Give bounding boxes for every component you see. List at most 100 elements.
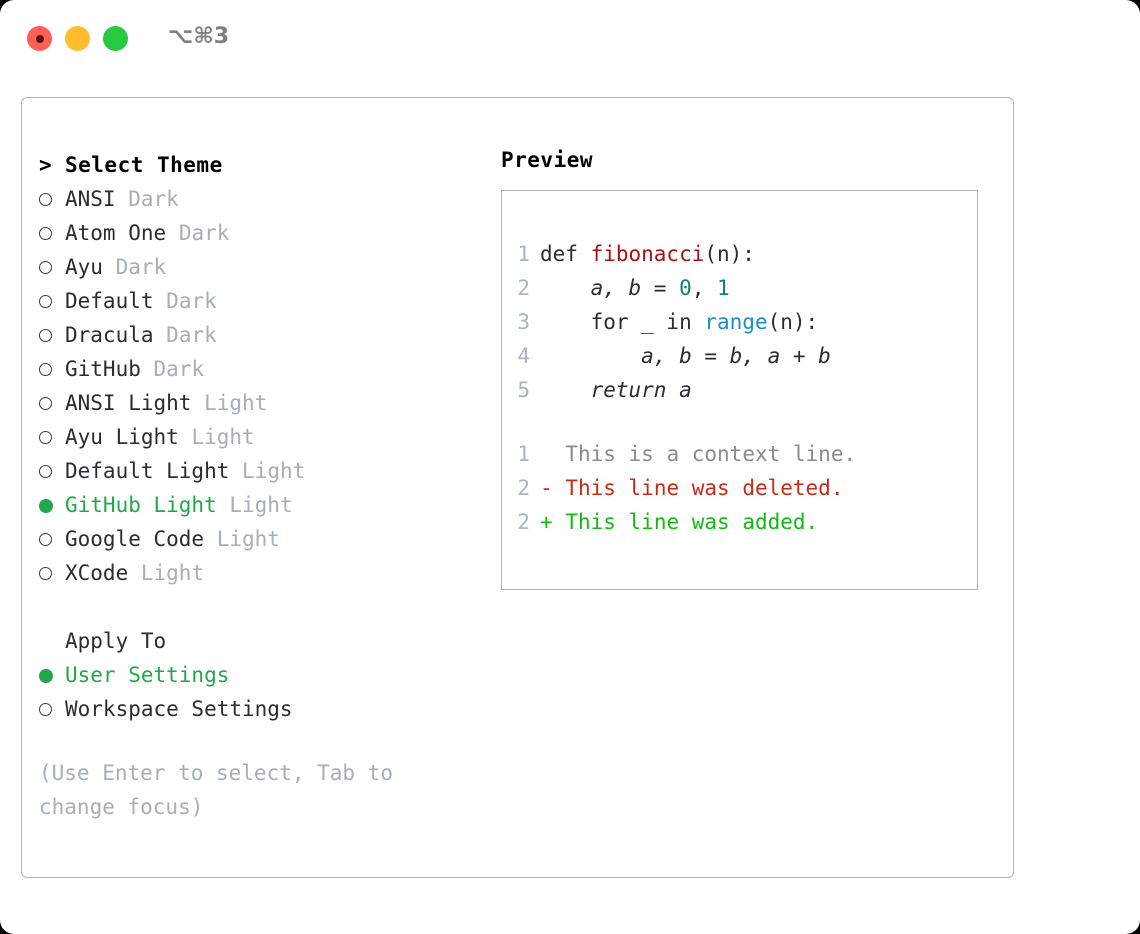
theme-list-header: > Select Theme <box>39 148 479 182</box>
diff-spacer <box>553 510 566 534</box>
theme-option-label: Default Light <box>65 459 230 483</box>
content-panel: > Select Theme ANSI Dark Atom One Dark <box>21 97 1014 878</box>
theme-list-header-label: Select Theme <box>65 153 223 177</box>
radio-unselected-icon[interactable] <box>39 291 65 312</box>
radio-unselected-icon[interactable] <box>39 529 65 550</box>
diff-line-deleted: 2 - This line was deleted. <box>502 471 977 505</box>
preview-divider-space <box>502 407 977 437</box>
theme-option-default-dark[interactable]: Default Dark <box>39 284 479 318</box>
code-text: , <box>691 276 718 300</box>
theme-option-github-dark[interactable]: GitHub Dark <box>39 352 479 386</box>
code-line: 5 return a <box>502 373 977 407</box>
diff-sign: + <box>540 510 553 534</box>
theme-option-kind <box>154 323 167 347</box>
theme-option-github-light[interactable]: GitHub Light Light <box>39 488 479 522</box>
radio-unselected-icon[interactable] <box>39 461 65 482</box>
theme-option-label: Ayu Light <box>65 425 179 449</box>
diff-spacer <box>553 476 566 500</box>
theme-option-label: Atom One <box>65 221 167 245</box>
theme-option-ayu-dark[interactable]: Ayu Dark <box>39 250 479 284</box>
radio-unselected-icon[interactable] <box>39 257 65 278</box>
theme-option-ansi-dark[interactable]: ANSI Dark <box>39 182 479 216</box>
line-number: 5 <box>517 378 530 402</box>
theme-option-kind-label: Light <box>204 391 268 415</box>
theme-option-kind-label: Light <box>216 527 280 551</box>
theme-option-kind <box>141 357 154 381</box>
theme-option-kind-label: Dark <box>166 323 217 347</box>
radio-selected-icon[interactable] <box>39 495 65 516</box>
code-line: 2 a, b = 0 , 1 <box>502 271 977 305</box>
radio-unselected-icon[interactable] <box>39 359 65 380</box>
line-number: 2 <box>517 276 530 300</box>
radio-unselected-icon[interactable] <box>39 189 65 210</box>
theme-option-kind-label: Light <box>229 493 293 517</box>
code-text: a, b = <box>540 276 680 300</box>
theme-selection-column: > Select Theme ANSI Dark Atom One Dark <box>39 148 479 824</box>
close-button[interactable] <box>27 26 52 51</box>
code-keyword: def <box>540 242 591 266</box>
preview-column: Preview 1 def fibonacci (n): 2 a, b = 0 … <box>501 148 1001 590</box>
line-number: 3 <box>517 310 530 334</box>
code-text: return a <box>540 378 692 402</box>
theme-option-kind-label: Light <box>191 425 255 449</box>
diff-sign: - <box>540 476 553 500</box>
line-number: 2 <box>517 476 530 500</box>
radio-unselected-icon[interactable] <box>39 563 65 584</box>
apply-to-header: Apply To <box>65 629 167 653</box>
apply-to-group: Apply To User Settings Workspace Setting… <box>39 624 479 726</box>
diff-text: This line was added. <box>565 510 819 534</box>
theme-option-label: Google Code <box>65 527 205 551</box>
code-builtin: range <box>704 310 768 334</box>
theme-option-kind <box>116 187 129 211</box>
theme-option-kind <box>128 561 141 585</box>
radio-unselected-icon[interactable] <box>39 427 65 448</box>
theme-option-atom-one-dark[interactable]: Atom One Dark <box>39 216 479 250</box>
radio-unselected-icon[interactable] <box>39 223 65 244</box>
apply-to-option-user-settings[interactable]: User Settings <box>39 658 479 692</box>
code-text: (n): <box>767 310 819 334</box>
theme-option-label: Dracula <box>65 323 154 347</box>
theme-option-xcode[interactable]: XCode Light <box>39 556 479 590</box>
theme-option-dracula-dark[interactable]: Dracula Dark <box>39 318 479 352</box>
line-number: 2 <box>517 510 530 534</box>
keyboard-shortcut-label: ⌥⌘3 <box>168 24 230 49</box>
theme-option-label: GitHub <box>65 357 141 381</box>
apply-to-option-label: User Settings <box>65 663 230 687</box>
radio-selected-icon[interactable] <box>39 665 65 686</box>
theme-option-kind-label: Dark <box>115 255 167 279</box>
theme-list: ANSI Dark Atom One Dark Ayu Dark <box>39 182 479 590</box>
theme-option-ansi-light[interactable]: ANSI Light Light <box>39 386 479 420</box>
theme-option-kind <box>166 221 179 245</box>
diff-text: This line was deleted. <box>565 476 844 500</box>
radio-unselected-icon[interactable] <box>39 325 65 346</box>
code-text: for _ in <box>540 310 705 334</box>
diff-line-added: 2 + This line was added. <box>502 505 977 539</box>
keyboard-hint-text: (Use Enter to select, Tab to change focu… <box>39 761 406 819</box>
theme-option-default-light[interactable]: Default Light Light <box>39 454 479 488</box>
theme-option-kind <box>217 493 230 517</box>
theme-option-kind <box>191 391 204 415</box>
line-number: 4 <box>517 344 530 368</box>
diff-text: This is a context line. <box>565 442 857 466</box>
code-text: a, b = b, a + b <box>540 344 831 368</box>
apply-to-option-workspace-settings[interactable]: Workspace Settings <box>39 692 479 726</box>
code-number: 1 <box>717 276 730 300</box>
theme-option-google-code[interactable]: Google Code Light <box>39 522 479 556</box>
theme-option-kind-label: Dark <box>178 221 230 245</box>
diff-spacer <box>553 442 566 466</box>
theme-option-label: Ayu <box>65 255 103 279</box>
radio-unselected-icon[interactable] <box>39 393 65 414</box>
minimize-button[interactable] <box>65 26 90 51</box>
theme-option-kind-label: Dark <box>128 187 179 211</box>
theme-option-kind-label: Light <box>242 459 306 483</box>
apply-to-option-label: Workspace Settings <box>65 697 293 721</box>
theme-option-ayu-light[interactable]: Ayu Light Light <box>39 420 479 454</box>
zoom-button[interactable] <box>103 26 128 51</box>
theme-option-kind-label: Dark <box>153 357 205 381</box>
theme-option-kind-label: Dark <box>166 289 217 313</box>
theme-option-kind <box>154 289 167 313</box>
radio-unselected-icon[interactable] <box>39 699 65 720</box>
theme-option-label: ANSI Light <box>65 391 192 415</box>
code-line: 3 for _ in range (n): <box>502 305 977 339</box>
line-number: 1 <box>517 242 530 266</box>
